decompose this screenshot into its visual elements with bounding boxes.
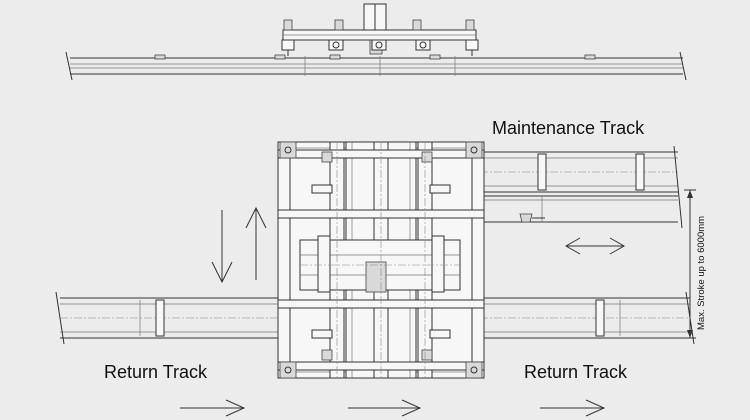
return-track-label-left: Return Track <box>104 362 208 382</box>
return-track-label-right: Return Track <box>524 362 628 382</box>
plan-view <box>55 141 696 417</box>
double-vertical-arrow-icon <box>211 206 267 284</box>
right-arrow-icon <box>540 399 606 417</box>
maintenance-track-rail <box>460 145 683 229</box>
max-stroke-label: Max. Stroke up to 6000mm <box>696 216 707 330</box>
transfer-carriage <box>277 141 485 379</box>
maintenance-track-label: Maintenance Track <box>492 118 645 138</box>
double-horizontal-arrow-icon <box>564 237 626 255</box>
right-arrow-icon <box>348 399 422 417</box>
stroke-dimension <box>684 189 696 339</box>
right-arrow-icon <box>180 399 246 417</box>
side-elevation-view <box>65 3 687 81</box>
